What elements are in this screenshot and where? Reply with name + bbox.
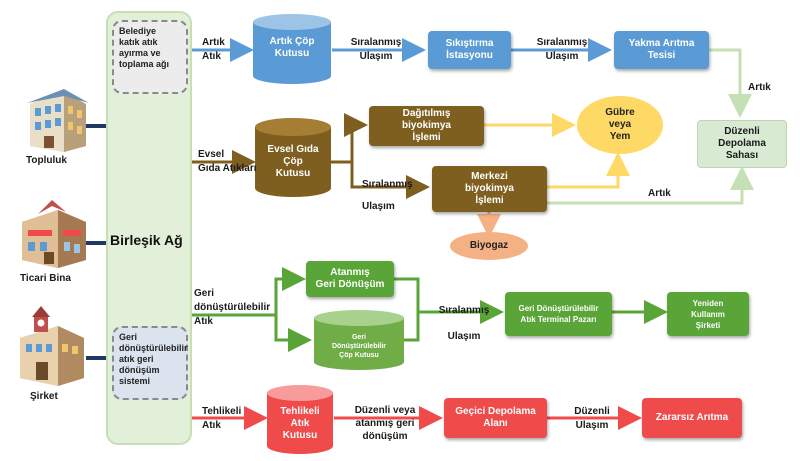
row3-input-label: Geri dönüştürülebilir Atık (194, 288, 271, 327)
row1-residual-label: Artık (748, 82, 771, 93)
company-building-icon (20, 306, 84, 386)
temporary-storage-box: Geçici Depolama Alanı (444, 398, 547, 438)
row1-input-label: Artık Atık (202, 37, 225, 62)
hazardous-bin-cylinder (267, 385, 333, 454)
central-biochem-box: Merkezi biyokimya İşlemi (432, 166, 547, 212)
row2-input-label: Evsel Gıda Atıkları (198, 149, 257, 174)
landfill-box: Düzenli Depolama Sahası (697, 120, 787, 168)
assigned-recycling-box: Atanmış Geri Dönüşüm (306, 261, 394, 297)
source-label-community: Topluluk (26, 155, 67, 166)
reuse-company-box: Yeniden Kullanım Şirketi (667, 292, 749, 336)
distributed-biochem-box: Dağıtılmış biyokimya İşlemi (369, 106, 484, 146)
recycling-system-note: Geri dönüştürülebilir atık geri dönüşüm … (112, 326, 188, 400)
harmless-treatment-box: Zararsız Arıtma (642, 398, 742, 438)
commercial-building-icon (22, 200, 86, 268)
hazardous-bin-label: Tehlikeli Atık Kutusu (280, 406, 320, 441)
municipal-collection-note: Belediye katık atık ayırma ve toplama ağ… (112, 20, 188, 94)
recyclable-bin-cylinder (314, 310, 404, 370)
food-bin-cylinder (255, 118, 331, 197)
row3-flow-label: Sıralanmış Ulaşım (438, 305, 490, 342)
recyclable-market-box: Geri Dönüştürülebilir Atık Terminal Paza… (505, 292, 612, 336)
row4-input-label: Tehlikeli Atık (202, 406, 242, 431)
source-label-commercial: Ticari Bina (20, 273, 71, 284)
incineration-plant-box: Yakma Arıtma Tesisi (614, 31, 709, 69)
compression-station-box: Sıkıştırma İstasyonu (428, 31, 511, 69)
recyclable-bin-label: Geri Dönüştürülebilir Çöp Kutusu (331, 333, 387, 359)
unified-network-label: Birleşik Ağ (110, 232, 183, 248)
residual-bin-label: Artık Çöp Kutusu (269, 36, 315, 59)
residual-bin-cylinder (253, 14, 331, 84)
row2-flow-label: Sıralanmış Ulaşım (362, 179, 413, 212)
row2-residual-label: Artık (648, 188, 671, 199)
source-label-company: Şirket (30, 391, 58, 402)
row1-flow1-label: Sıralanmış Ulaşım (350, 37, 402, 62)
biogas-ellipse: Biyogaz (450, 232, 528, 260)
food-bin-label: Evsel Gıda Çöp Kutusu (267, 144, 319, 179)
apartment-building-icon (27, 89, 89, 152)
row1-flow2-label: Sıralanmış Ulaşım (536, 37, 588, 62)
row4-flow1-label: Düzenli veya atanmış geri dönüşüm (354, 405, 416, 442)
row4-flow2-label: Düzenli Ulaşım (574, 406, 610, 431)
fertilizer-feed-ellipse: Gübre veya Yem (577, 96, 663, 154)
